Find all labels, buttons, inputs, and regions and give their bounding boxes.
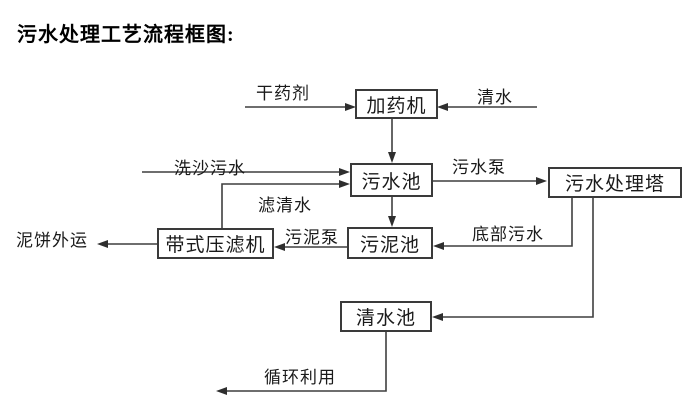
node-dosing-machine: 加药机 — [355, 89, 438, 119]
edge-sludge-pump-arrow — [274, 243, 347, 251]
edge-tower-to-clean-arrow — [432, 198, 594, 321]
node-sewage-pool-label: 污水池 — [361, 170, 422, 193]
edge-label-recycle: 循环利用 — [264, 368, 336, 388]
edge-sewage-to-sludge-arrow — [388, 197, 396, 227]
node-sludge-pool: 污泥池 — [347, 227, 433, 259]
edge-label-clean-water: 清水 — [477, 88, 513, 108]
node-belt-filter-press-label: 带式压滤机 — [165, 234, 266, 256]
page-title: 污水处理工艺流程框图: — [17, 24, 235, 46]
edge-dry-chemical-arrow — [245, 103, 356, 111]
edge-label-mudcake-out: 泥饼外运 — [16, 231, 88, 251]
edge-label-sludge-pump: 污泥泵 — [285, 228, 339, 248]
node-sewage-pool: 污水池 — [350, 163, 433, 197]
node-belt-filter-press: 带式压滤机 — [157, 228, 274, 259]
node-treatment-tower: 污水处理塔 — [548, 167, 682, 198]
edge-label-sewage-pump: 污水泵 — [452, 158, 506, 178]
edge-label-sandwash-sewage: 洗沙污水 — [174, 159, 246, 179]
edge-label-dry-chemical: 干药剂 — [256, 84, 310, 104]
edge-dosing-to-sewage-arrow — [388, 119, 396, 163]
edge-filtered-water-arrow — [221, 180, 350, 228]
edge-label-bottom-sewage: 底部污水 — [472, 225, 544, 245]
node-clean-water-pool-label: 清水池 — [355, 307, 416, 329]
edge-recycle-arrow — [216, 332, 387, 395]
node-clean-water-pool: 清水池 — [340, 301, 432, 332]
edge-bottom-sewage-arrow — [433, 198, 573, 250]
edge-sewage-pump-arrow — [433, 177, 547, 185]
edge-clean-water-arrow — [437, 103, 537, 111]
node-dosing-machine-label: 加药机 — [366, 94, 427, 117]
edge-label-filtered-water: 滤清水 — [258, 196, 312, 216]
edge-mudcake-arrow — [97, 240, 157, 248]
node-sludge-pool-label: 污泥池 — [359, 233, 420, 256]
edge-sandwash-arrow — [142, 168, 350, 176]
node-treatment-tower-label: 污水处理塔 — [564, 173, 665, 195]
